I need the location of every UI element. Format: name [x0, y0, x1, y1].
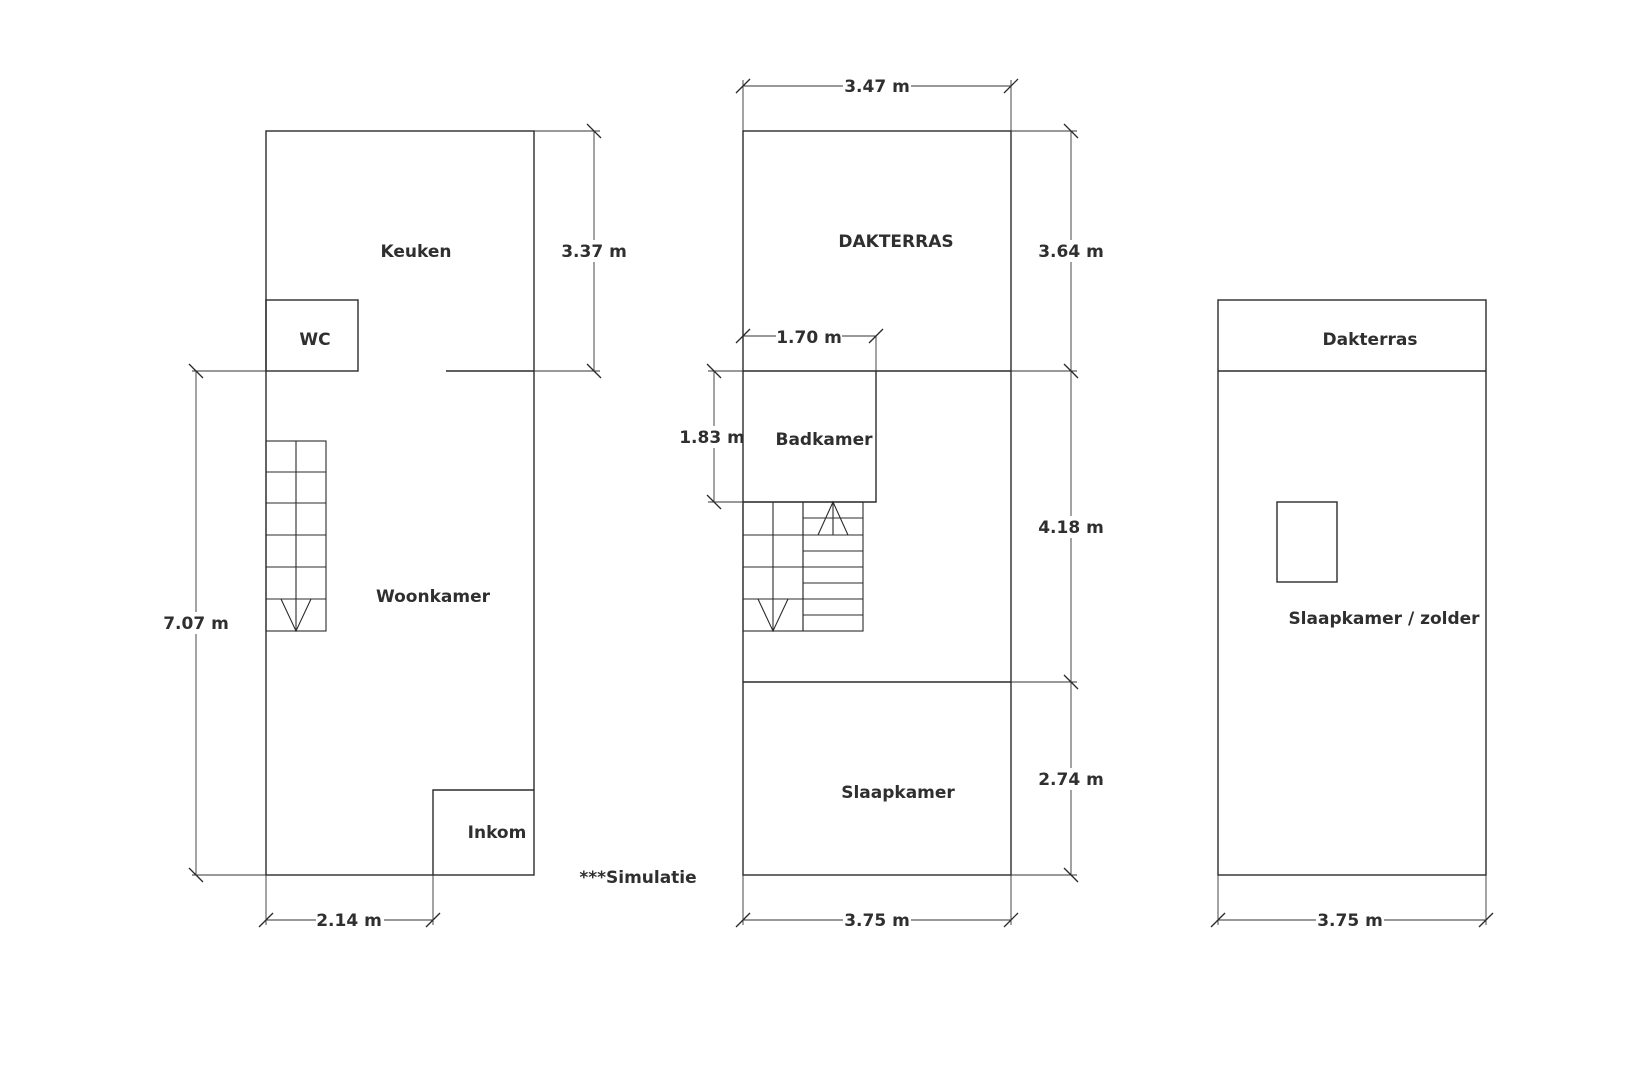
inkom-room — [432, 789, 534, 875]
room-label-badkamer: Badkamer — [775, 430, 873, 450]
ground-floor-plan: 3.37 m 7.07 m 2.14 m Keuken WC Woonkamer… — [162, 123, 628, 931]
dim-label-bath-width: 1.70 m — [776, 328, 842, 348]
dim-label-bedroom-depth: 2.74 m — [1038, 770, 1104, 790]
dim-bath-width: 1.70 m — [735, 326, 884, 371]
room-label-dakterras-second: Dakterras — [1323, 330, 1418, 350]
room-label-slaapkamer: Slaapkamer — [841, 783, 955, 803]
dim-label-middle-depth: 4.18 m — [1038, 518, 1104, 538]
stair-arrow-down-icon — [757, 598, 789, 633]
second-floor-outline — [1217, 299, 1487, 876]
room-label-wc: WC — [299, 330, 330, 350]
first-floor-plan: 3.47 m 3.64 m 4.18 m 2.74 m — [679, 75, 1105, 931]
dim-inkom-width: 2.14 m — [258, 875, 441, 931]
dim-label-inkom-width: 2.14 m — [316, 911, 382, 931]
room-label-zolder: Slaapkamer / zolder — [1288, 609, 1480, 629]
dim-bottom-width-second: 3.75 m — [1210, 875, 1494, 931]
room-label-woonkamer: Woonkamer — [376, 587, 491, 607]
dim-right-chain: 3.64 m 4.18 m 2.74 m — [1011, 123, 1105, 883]
dim-label-total-depth: 7.07 m — [163, 614, 229, 634]
dim-keuken-depth: 3.37 m — [534, 123, 628, 379]
dim-label-terras-depth: 3.64 m — [1038, 242, 1104, 262]
room-label-inkom: Inkom — [468, 823, 527, 843]
dim-label-bath-depth: 1.83 m — [679, 428, 745, 448]
room-label-dakterras-first: DAKTERRAS — [838, 232, 953, 252]
room-label-keuken: Keuken — [381, 242, 452, 262]
dim-label-top-width: 3.47 m — [844, 77, 910, 97]
dim-total-depth: 7.07 m — [162, 363, 266, 883]
staircase-ground — [265, 440, 327, 633]
simulation-note: ***Simulatie — [579, 868, 696, 888]
dim-label-bottom-width-first: 3.75 m — [844, 911, 910, 931]
stair-arrow-down-icon — [280, 598, 312, 633]
dim-label-bottom-width-second: 3.75 m — [1317, 911, 1383, 931]
dim-bath-depth: 1.83 m — [679, 363, 745, 510]
dim-top-width: 3.47 m — [735, 75, 1019, 131]
roof-window-icon — [1276, 501, 1338, 583]
staircase-first — [742, 500, 864, 633]
dim-bottom-width-first: 3.75 m — [735, 875, 1019, 931]
second-floor-plan: 3.75 m Dakterras Slaapkamer / zolder — [1210, 299, 1494, 931]
dim-label-keuken-depth: 3.37 m — [561, 242, 627, 262]
stair-arrow-up-icon — [817, 500, 849, 536]
wc-room — [265, 299, 359, 372]
